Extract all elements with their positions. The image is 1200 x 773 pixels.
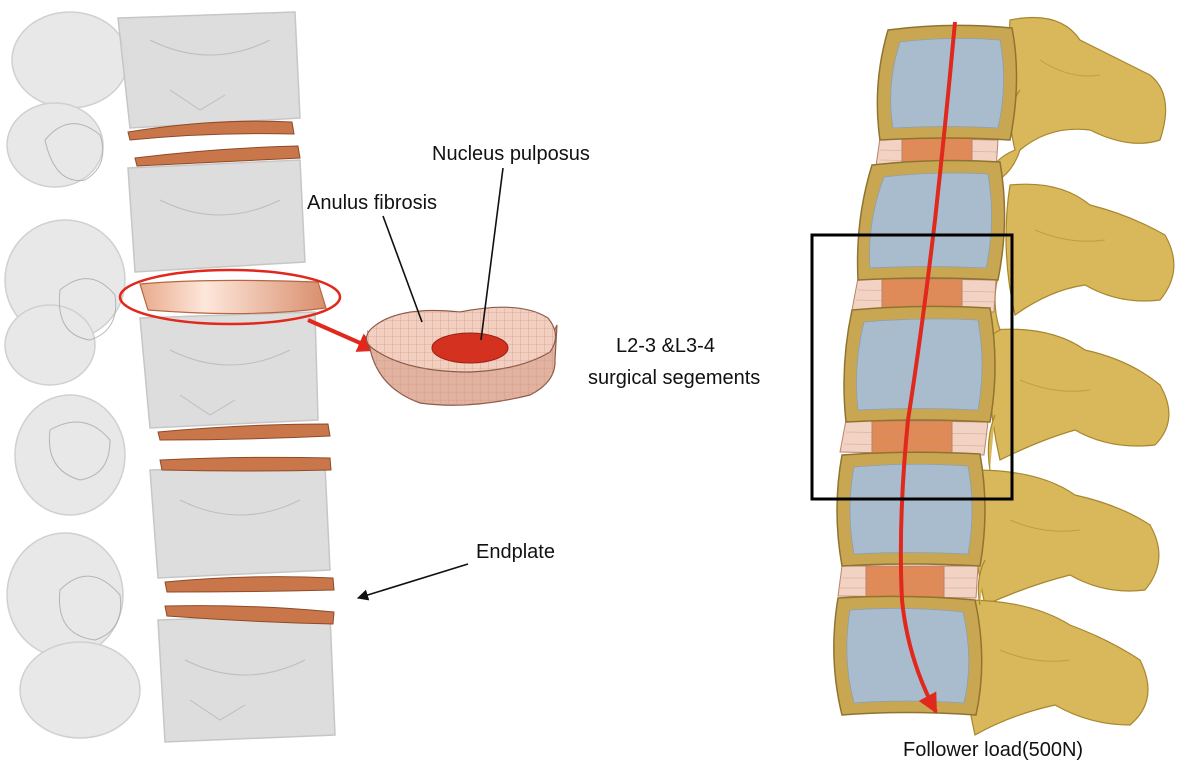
black-arrow-icon xyxy=(356,563,469,601)
surgical-segments-label-line1: L2-3 &L3-4 xyxy=(616,335,715,357)
endplate-label: Endplate xyxy=(476,541,555,563)
leader-lines xyxy=(356,167,504,601)
sagittal-spine-model xyxy=(810,16,1175,736)
red-arrow-icon xyxy=(307,318,378,352)
anulus-leader xyxy=(382,215,423,323)
disc-mesh-detail xyxy=(365,306,558,406)
anulus-fibrosis-label: Anulus fibrosis xyxy=(307,192,437,214)
highlighted-disc xyxy=(139,279,327,315)
disc-highlight-ellipse xyxy=(118,268,342,326)
nucleus-pulposus-label: Nucleus pulposus xyxy=(432,143,590,165)
follower-load-path xyxy=(898,21,957,714)
translucent-spine-model xyxy=(4,11,378,743)
surgical-segments-label-line2: surgical segements xyxy=(588,367,760,389)
nucleus-leader xyxy=(480,167,504,341)
surgical-segment-box xyxy=(810,233,1014,501)
follower-load-label: Follower load(500N) xyxy=(903,739,1083,761)
